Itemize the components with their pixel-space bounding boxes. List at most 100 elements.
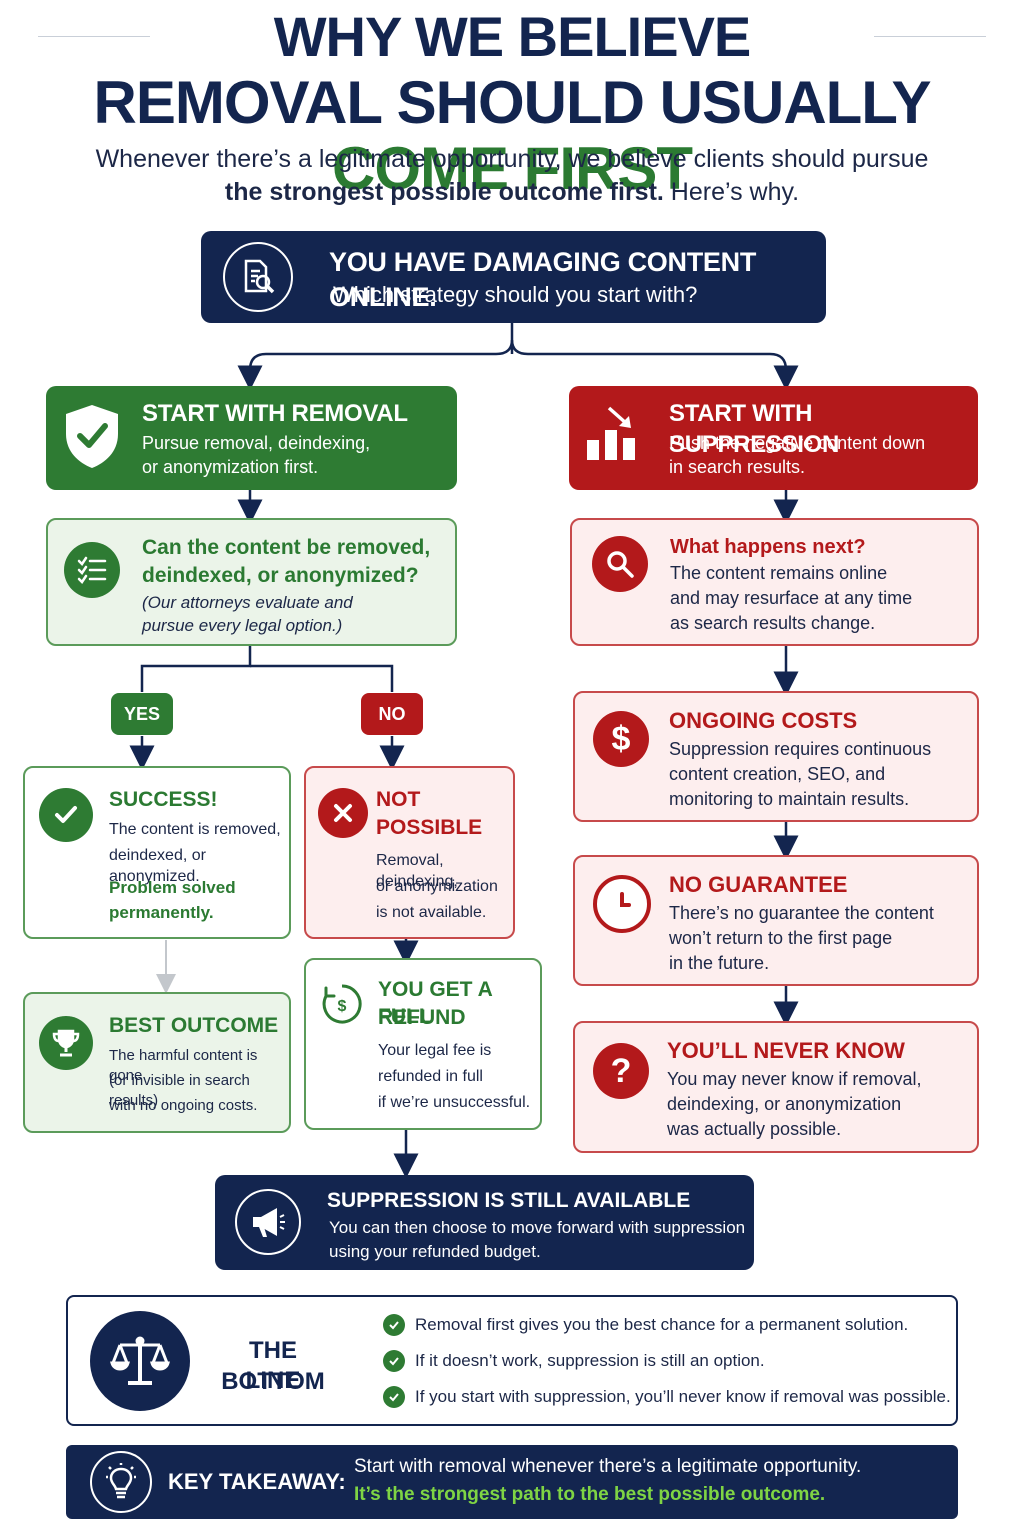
refund-icon: $ xyxy=(318,980,366,1033)
refund-line3: if we’re unsuccessful. xyxy=(378,1094,531,1111)
yes-label: YES xyxy=(111,693,173,735)
trophy-icon xyxy=(39,1016,93,1070)
what-happens-next-box: What happens next? The content remains o… xyxy=(570,518,979,646)
start-removal-line1: Pursue removal, deindexing, xyxy=(142,433,371,453)
header-rule-right xyxy=(874,36,986,37)
start-question-title: YOU HAVE DAMAGING CONTENT ONLINE. xyxy=(329,247,757,313)
key-takeaway-label: KEY TAKEAWAY: xyxy=(168,1469,346,1494)
no-guarantee-box: NO GUARANTEE There’s no guarantee the co… xyxy=(573,855,979,986)
bottom-line-item-1: Removal first gives you the best chance … xyxy=(383,1314,908,1336)
shield-check-icon xyxy=(60,402,124,475)
key-takeaway-line2: It’s the strongest path to the best poss… xyxy=(354,1484,826,1505)
no-guarantee-line2: won’t return to the first page xyxy=(669,928,893,948)
removal-question-box: Can the content be removed, deindexed, o… xyxy=(46,518,457,646)
what-happens-next-line2: and may resurface at any time xyxy=(670,588,913,608)
page-title-line-2: REMOVAL SHOULD USUALLY COME FIRST xyxy=(0,70,1024,202)
best-outcome-line1: The harmful content is gone xyxy=(109,1047,258,1084)
success-line2: deindexed, or anonymized. xyxy=(109,847,206,885)
start-removal-box: START WITH REMOVAL Pursue removal, deind… xyxy=(46,386,457,490)
ongoing-costs-title: ONGOING COSTS xyxy=(669,708,858,733)
question-icon: ? xyxy=(593,1043,649,1099)
success-strong1: Problem solved xyxy=(109,878,236,897)
success-line1: The content is removed, xyxy=(109,821,281,838)
bottom-line-box: THE BOTTOM LINE xyxy=(66,1295,958,1426)
ongoing-costs-line3: monitoring to maintain results. xyxy=(669,789,910,809)
removal-question-note-1: (Our attorneys evaluate and xyxy=(142,593,353,612)
not-possible-line1: Removal, deindexing, xyxy=(376,852,458,890)
never-know-line2: deindexing, or anonymization xyxy=(667,1094,902,1114)
suppression-available-title: SUPPRESSION IS STILL AVAILABLE xyxy=(327,1189,691,1212)
suppression-available-line1: You can then choose to move forward with… xyxy=(329,1218,746,1237)
removal-question-note-2: pursue every legal option.) xyxy=(142,616,343,635)
subtitle-line-1: Whenever there’s a legitimate opportunit… xyxy=(95,145,929,173)
what-happens-next-line1: The content remains online xyxy=(670,563,888,583)
what-happens-next-line3: as search results change. xyxy=(670,613,876,633)
success-title: SUCCESS! xyxy=(109,788,218,811)
bar-chart-down-icon xyxy=(583,404,643,469)
best-outcome-line3: with no ongoing costs. xyxy=(109,1097,258,1114)
page-title-line-1: WHY WE BELIEVE xyxy=(273,5,752,68)
start-removal-line2: or anonymization first. xyxy=(142,457,319,477)
not-possible-line3: is not available. xyxy=(376,904,487,921)
refund-box: $ YOU GET A FULL REFUND Your legal fee i… xyxy=(304,958,542,1130)
clock-icon xyxy=(593,875,651,933)
suppression-available-line2: using your refunded budget. xyxy=(329,1242,541,1261)
start-suppression-line2: in search results. xyxy=(669,457,806,477)
magnifier-icon xyxy=(592,536,648,592)
dollar-icon: $ xyxy=(593,711,649,767)
subtitle-line-2: the strongest possible outcome first. He… xyxy=(0,178,1024,207)
subtitle-bold: the strongest possible outcome first. xyxy=(224,178,664,206)
not-possible-line2: or anonymization xyxy=(376,878,498,895)
refund-title-2: REFUND xyxy=(378,1006,466,1029)
never-know-title: YOU’LL NEVER KNOW xyxy=(667,1038,905,1063)
success-box: SUCCESS! The content is removed, deindex… xyxy=(23,766,291,939)
what-happens-next-title: What happens next? xyxy=(670,536,866,558)
x-circle-icon xyxy=(318,788,368,838)
start-suppression-title: START WITH SUPPRESSION xyxy=(669,400,840,459)
bottom-line-item-3-text: If you start with suppression, you’ll ne… xyxy=(415,1387,951,1406)
bottom-line-item-1-text: Removal first gives you the best chance … xyxy=(415,1315,909,1334)
document-search-icon xyxy=(223,242,293,312)
never-know-line3: was actually possible. xyxy=(667,1119,842,1139)
removal-question-title-1: Can the content be removed, xyxy=(142,536,431,559)
ongoing-costs-line1: Suppression requires continuous xyxy=(669,739,932,759)
no-guarantee-line3: in the future. xyxy=(669,953,770,973)
lightbulb-icon xyxy=(90,1451,152,1513)
refund-line1: Your legal fee is xyxy=(378,1042,492,1059)
no-label: NO xyxy=(361,693,423,735)
refund-title-1: YOU GET A FULL xyxy=(378,978,492,1029)
megaphone-icon xyxy=(235,1189,301,1255)
bottom-line-title-2: LINE xyxy=(245,1367,301,1394)
check-icon xyxy=(383,1386,405,1408)
no-guarantee-title: NO GUARANTEE xyxy=(669,872,848,897)
best-outcome-line2: (or invisible in search results) xyxy=(109,1072,250,1109)
suppression-available-box: SUPPRESSION IS STILL AVAILABLE You can t… xyxy=(215,1175,754,1270)
page-title-navy: REMOVAL SHOULD USUALLY xyxy=(93,69,932,136)
check-icon xyxy=(383,1350,405,1372)
start-question-text: Which strategy should you start with? xyxy=(333,282,698,307)
never-know-box: ? YOU’LL NEVER KNOW You may never know i… xyxy=(573,1021,979,1153)
start-removal-title: START WITH REMOVAL xyxy=(142,400,408,427)
bottom-line-title-1: THE BOTTOM xyxy=(221,1337,325,1396)
check-circle-icon xyxy=(39,788,93,842)
not-possible-title-2: POSSIBLE xyxy=(376,816,483,839)
header-rule-left xyxy=(38,36,150,37)
ongoing-costs-box: $ ONGOING COSTS Suppression requires con… xyxy=(573,691,979,822)
best-outcome-box: BEST OUTCOME The harmful content is gone… xyxy=(23,992,291,1133)
bottom-line-item-2-text: If it doesn’t work, suppression is still… xyxy=(415,1351,765,1370)
key-takeaway-line1: Start with removal whenever there’s a le… xyxy=(354,1456,862,1477)
check-icon xyxy=(383,1314,405,1336)
page-title-green: COME FIRST xyxy=(332,135,693,202)
svg-text:$: $ xyxy=(338,998,347,1015)
subtitle-tail: Here’s why. xyxy=(663,178,800,206)
start-question-box: YOU HAVE DAMAGING CONTENT ONLINE. Which … xyxy=(201,231,826,323)
best-outcome-title: BEST OUTCOME xyxy=(109,1014,279,1037)
checklist-icon xyxy=(64,542,120,598)
scales-icon xyxy=(90,1311,190,1411)
bottom-line-item-3: If you start with suppression, you’ll ne… xyxy=(383,1386,951,1408)
key-takeaway-box: KEY TAKEAWAY: Start with removal wheneve… xyxy=(66,1445,958,1519)
start-suppression-line1: Push the negative content down xyxy=(669,433,926,453)
start-suppression-box: START WITH SUPPRESSION Push the negative… xyxy=(569,386,978,490)
ongoing-costs-line2: content creation, SEO, and xyxy=(669,764,886,784)
never-know-line1: You may never know if removal, xyxy=(667,1069,922,1089)
